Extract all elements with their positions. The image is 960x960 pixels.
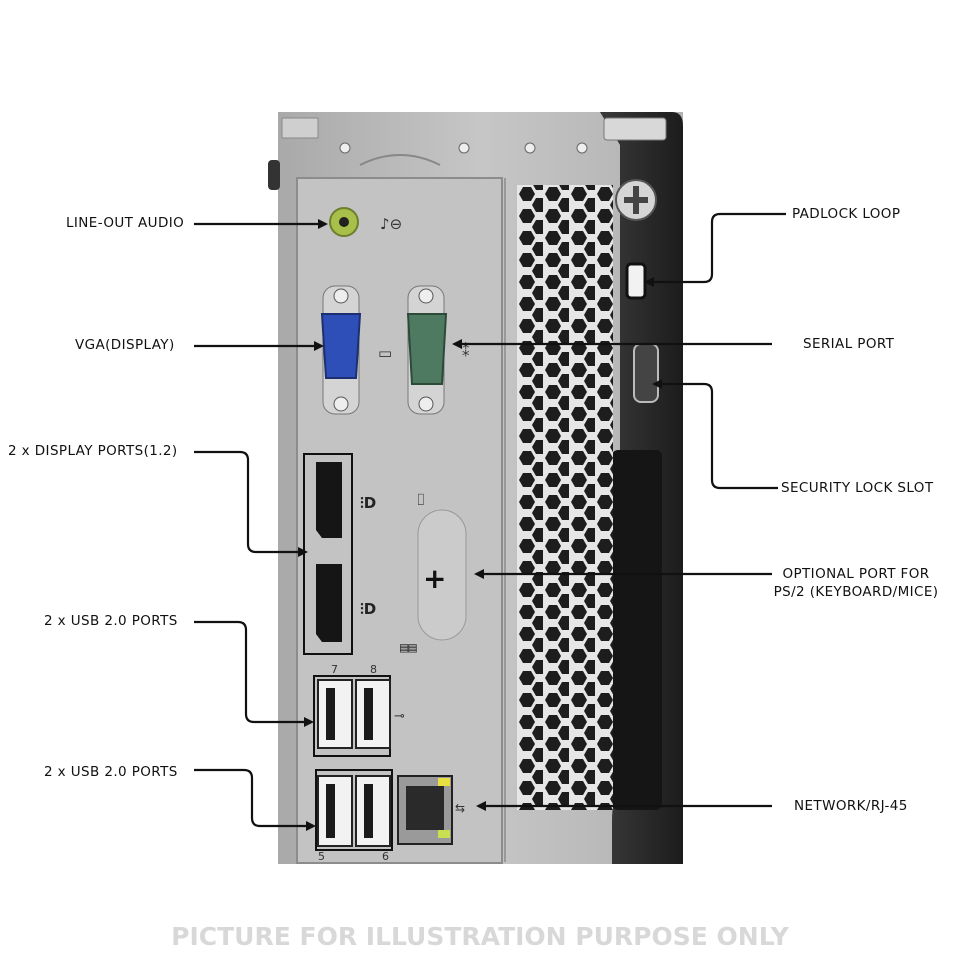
label-vga-display: VGA(DISPLAY) — [75, 337, 175, 353]
ps2-knockout: + — [417, 509, 467, 641]
usb-upper-group — [313, 675, 391, 757]
label-ps2-port: OPTIONAL PORT FOR PS/2 (KEYBOARD/MICE) — [752, 565, 960, 601]
displayport-1 — [316, 462, 342, 538]
keyboard-icon: ▤▤ — [400, 640, 417, 656]
label-serial-port: SERIAL PORT — [803, 336, 895, 352]
label-network-rj45: NETWORK/RJ-45 — [794, 798, 908, 814]
label-usb-ports-upper: 2 x USB 2.0 PORTS — [44, 613, 178, 629]
thumb-screw — [615, 179, 657, 221]
rj45-port — [397, 775, 453, 845]
displayport-2 — [316, 564, 342, 642]
label-line-out-audio: LINE-OUT AUDIO — [66, 215, 185, 231]
usb-icon: ⊸ — [394, 709, 405, 724]
audio-out-icon: ♪⊖ — [380, 215, 402, 233]
usb-port-number: 8 — [370, 663, 377, 676]
label-security-lock-slot: SECURITY LOCK SLOT — [781, 480, 934, 496]
serial-port — [406, 285, 448, 415]
security-lock-slot — [633, 343, 659, 403]
serial-icon: ⁑ — [462, 342, 470, 360]
network-icon: ⇆ — [455, 801, 465, 815]
vent-grille — [517, 185, 613, 810]
illustration-disclaimer: PICTURE FOR ILLUSTRATION PURPOSE ONLY — [171, 922, 789, 951]
usb-port-number: 5 — [318, 850, 325, 863]
label-ps2-line2: PS/2 (KEYBOARD/MICE) — [773, 584, 939, 600]
callout-lines — [194, 212, 786, 831]
usb-port-number: 6 — [382, 850, 389, 863]
displayport-icon: ⫶D — [360, 494, 376, 512]
vga-port — [320, 285, 362, 415]
monitor-icon: ▭ — [378, 344, 392, 362]
line-out-audio-jack — [329, 207, 359, 237]
usb-port-number: 7 — [331, 663, 338, 676]
label-usb-ports-lower: 2 x USB 2.0 PORTS — [44, 764, 178, 780]
label-display-ports: 2 x DISPLAY PORTS(1.2) — [8, 443, 178, 459]
label-padlock-loop: PADLOCK LOOP — [792, 206, 901, 222]
label-ps2-line1: OPTIONAL PORT FOR — [782, 566, 930, 582]
padlock-loop — [625, 262, 647, 300]
svg-text:+: + — [423, 562, 446, 595]
usb-lower-group — [315, 769, 393, 851]
displayport-icon-2: ⫶D — [360, 600, 376, 618]
mouse-icon: ⌷ — [416, 490, 426, 509]
